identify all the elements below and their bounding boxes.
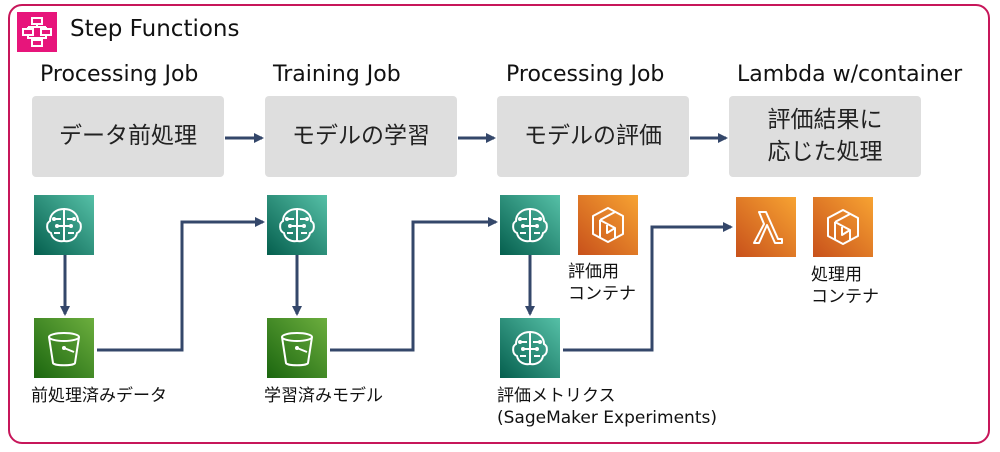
step-functions-icon — [17, 12, 57, 52]
container-icon — [578, 195, 638, 255]
label-eval-container: 評価用 コンテナ — [568, 262, 636, 305]
step-training: モデルの学習 — [265, 96, 457, 177]
label-proc-container: 処理用 コンテナ — [811, 265, 879, 308]
column-header-preprocess: Processing Job — [40, 62, 199, 87]
sagemaker-icon — [267, 195, 327, 255]
label-trained-model: 学習済みモデル — [264, 386, 383, 406]
lambda-icon — [736, 197, 796, 257]
step-evaluation-label: モデルの評価 — [524, 122, 662, 149]
column-header-lambda: Lambda w/container — [737, 62, 963, 87]
label-eval-metrics: 評価メトリクス (SageMaker Experiments) — [497, 386, 717, 429]
sagemaker-icon — [34, 195, 94, 255]
sagemaker-icon — [500, 195, 560, 255]
step-preprocess-label: データ前処理 — [59, 122, 197, 149]
container-icon — [813, 197, 873, 257]
step-conditional-label-line1: 評価結果に — [767, 107, 883, 134]
label-preprocessed-data: 前処理済みデータ — [31, 386, 167, 406]
s3-bucket-icon — [34, 318, 94, 378]
step-training-label: モデルの学習 — [292, 122, 430, 149]
step-evaluation: モデルの評価 — [497, 96, 689, 177]
sagemaker-experiments-icon — [500, 318, 560, 378]
column-header-evaluation: Processing Job — [506, 62, 665, 87]
column-header-training: Training Job — [273, 62, 401, 87]
step-conditional-processing: 評価結果に 応じた処理 — [729, 96, 921, 177]
step-preprocess: データ前処理 — [32, 96, 224, 177]
step-conditional-label-line2: 応じた処理 — [767, 138, 883, 165]
s3-bucket-icon — [267, 318, 327, 378]
service-title: Step Functions — [70, 16, 240, 42]
step-functions-group — [8, 4, 990, 444]
